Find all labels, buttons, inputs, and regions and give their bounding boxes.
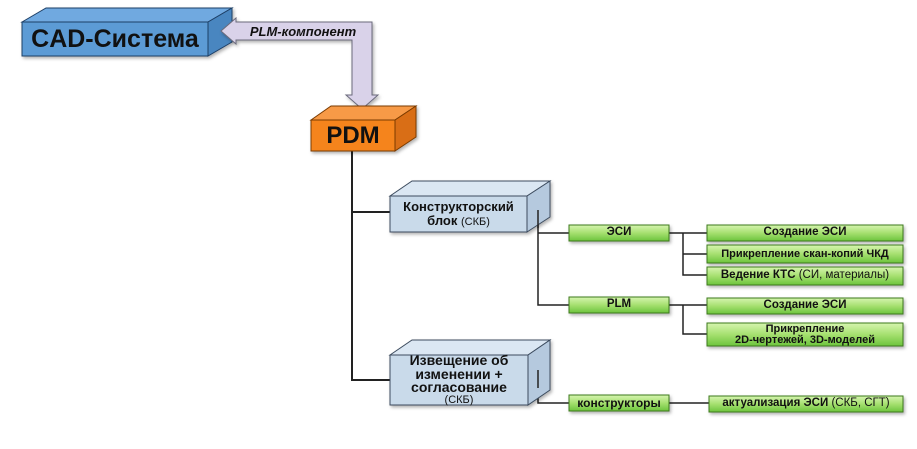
- change-notice-front: [389, 354, 529, 406]
- plm-child-box-2: [706, 322, 904, 347]
- green-boxes: [568, 224, 904, 413]
- update-esi-main: актуализация ЭСИ: [722, 397, 829, 410]
- esi-label: ЭСИ: [606, 226, 632, 239]
- design-block-top: [388, 180, 552, 197]
- plm-box: [568, 296, 670, 314]
- esi-child-box-3: [706, 266, 904, 286]
- plm-child-box-1: [706, 297, 904, 315]
- designers-box: [568, 394, 670, 412]
- plm-child-label-2: Прикрепление 2D-чертежей, 3D-моделей: [707, 323, 903, 346]
- change-notice-box: [388, 339, 552, 406]
- esi-child-3-main: Ведение КТС: [720, 269, 796, 282]
- cad-box-front: [21, 21, 209, 57]
- esi-child-label-3: Ведение КТС (СИ, материалы): [707, 267, 903, 285]
- pdm-box-front: [310, 119, 396, 152]
- connectors: [351, 151, 709, 404]
- plm-child-label-1: Создание ЭСИ: [763, 299, 847, 312]
- cad-system-label: CAD-Система: [31, 24, 199, 53]
- design-block-line1: Конструкторский: [403, 198, 514, 214]
- plm-child-2-line1: Прикрепление: [765, 322, 845, 335]
- change-notice-label: Извещение об изменении + согласование (С…: [390, 352, 528, 407]
- update-esi-label: актуализация ЭСИ (СКБ, СГТ): [709, 396, 903, 412]
- design-block-line2: блок: [427, 213, 458, 228]
- design-block-line2-wrap: блок (СКБ): [427, 213, 490, 228]
- plm-child-2-line2: 2D-чертежей, 3D-моделей: [735, 333, 875, 346]
- designers-label: конструкторы: [577, 396, 661, 410]
- update-esi-box: [708, 395, 904, 413]
- design-block-front: [389, 195, 528, 233]
- plm-component-label: PLM-компонент: [249, 23, 357, 39]
- update-esi-sub: (СКБ, СГТ): [831, 397, 890, 410]
- change-notice-sub: (СКБ): [444, 394, 474, 407]
- pdm-label: PDM: [326, 121, 380, 149]
- cad-box-top: [20, 7, 234, 23]
- change-notice-line2: изменении +: [415, 365, 503, 382]
- esi-child-box-1: [706, 224, 904, 242]
- design-block-label: Конструкторский блок (СКБ): [390, 196, 527, 232]
- connector-pdm-to-change-notice: [351, 151, 390, 381]
- plm-label: PLM: [606, 298, 632, 311]
- change-notice-line3: согласование: [411, 379, 507, 396]
- esi-child-3-sub: (СИ, материалы): [798, 269, 890, 282]
- change-notice-line1: Извещение об: [409, 352, 509, 369]
- esi-child-label-2: Прикрепление скан-копий ЧКД: [721, 247, 889, 260]
- esi-child-box-2: [706, 244, 904, 264]
- pdm-box: [309, 105, 418, 152]
- connector-plm-children: [669, 304, 707, 335]
- cad-system-box: [20, 7, 234, 57]
- design-block-box: [388, 180, 552, 233]
- connector-design-block-to-plm: [537, 210, 569, 306]
- connector-esi-children: [669, 232, 707, 276]
- esi-child-label-1: Создание ЭСИ: [763, 226, 847, 239]
- design-block-sub: (СКБ): [460, 216, 490, 228]
- esi-box: [568, 224, 670, 242]
